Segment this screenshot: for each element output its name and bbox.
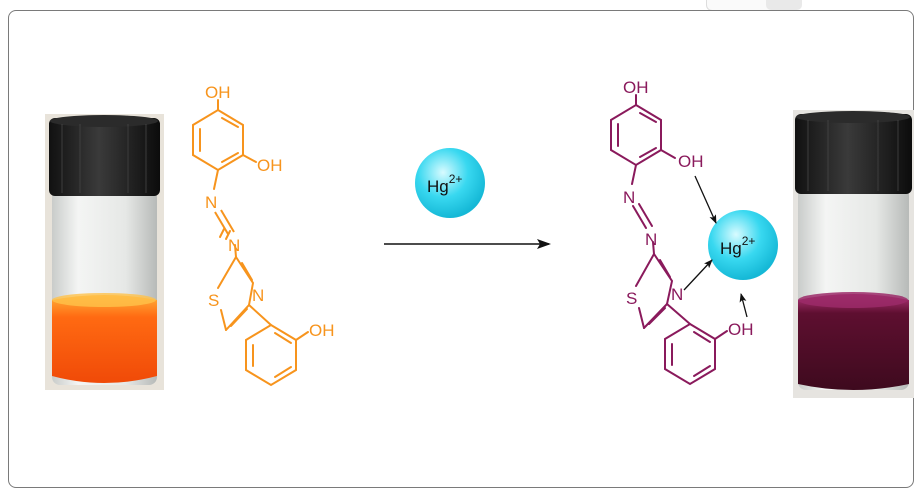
right-azo-n1-label: N: [623, 188, 635, 207]
hg-reagent-charge: 2+: [449, 172, 463, 186]
right-oh-mid-label: OH: [678, 152, 704, 171]
right-vial-photo: [793, 110, 914, 398]
right-oh-top-label: OH: [623, 78, 649, 97]
left-oh-mid-label: OH: [257, 156, 283, 175]
right-thiazole-n-label: N: [671, 285, 683, 304]
right-phenol-oh-label: OH: [728, 320, 754, 339]
hg-reagent-symbol: Hg: [427, 177, 449, 196]
right-molecule: [610, 94, 728, 386]
coordination-arrows: [683, 175, 748, 318]
left-molecule: [192, 99, 309, 387]
left-oh-top-label: OH: [205, 83, 231, 102]
svg-text:Hg2+: Hg2+: [427, 172, 462, 196]
left-azo-n2-label: N: [228, 236, 240, 255]
svg-text:Hg2+: Hg2+: [720, 234, 755, 258]
bound-hg-sphere: Hg2+: [708, 210, 778, 280]
left-azo-bond: [214, 209, 235, 235]
left-thiazole-n-label: N: [252, 286, 264, 305]
window-tab-stub-active: [766, 0, 802, 10]
left-molecule-labels: OH OH N N S N OH: [205, 83, 335, 340]
left-thiazole-s-label: S: [208, 291, 219, 310]
right-molecule-labels: OH OH N N S N OH: [623, 78, 754, 339]
right-thiazole-s-label: S: [626, 289, 637, 308]
left-phenol-oh-label: OH: [309, 321, 335, 340]
left-vial-photo: [45, 114, 164, 390]
bound-hg-charge: 2+: [742, 234, 756, 248]
coord-arrow-phenol: [739, 293, 748, 318]
coord-arrow-n: [683, 259, 713, 291]
left-azo-n1-label: N: [205, 193, 217, 212]
right-azo-n2-label: N: [645, 230, 657, 249]
coord-arrow-oh: [694, 175, 717, 224]
bound-hg-symbol: Hg: [720, 239, 742, 258]
hg-reagent-sphere: Hg2+: [415, 148, 485, 218]
